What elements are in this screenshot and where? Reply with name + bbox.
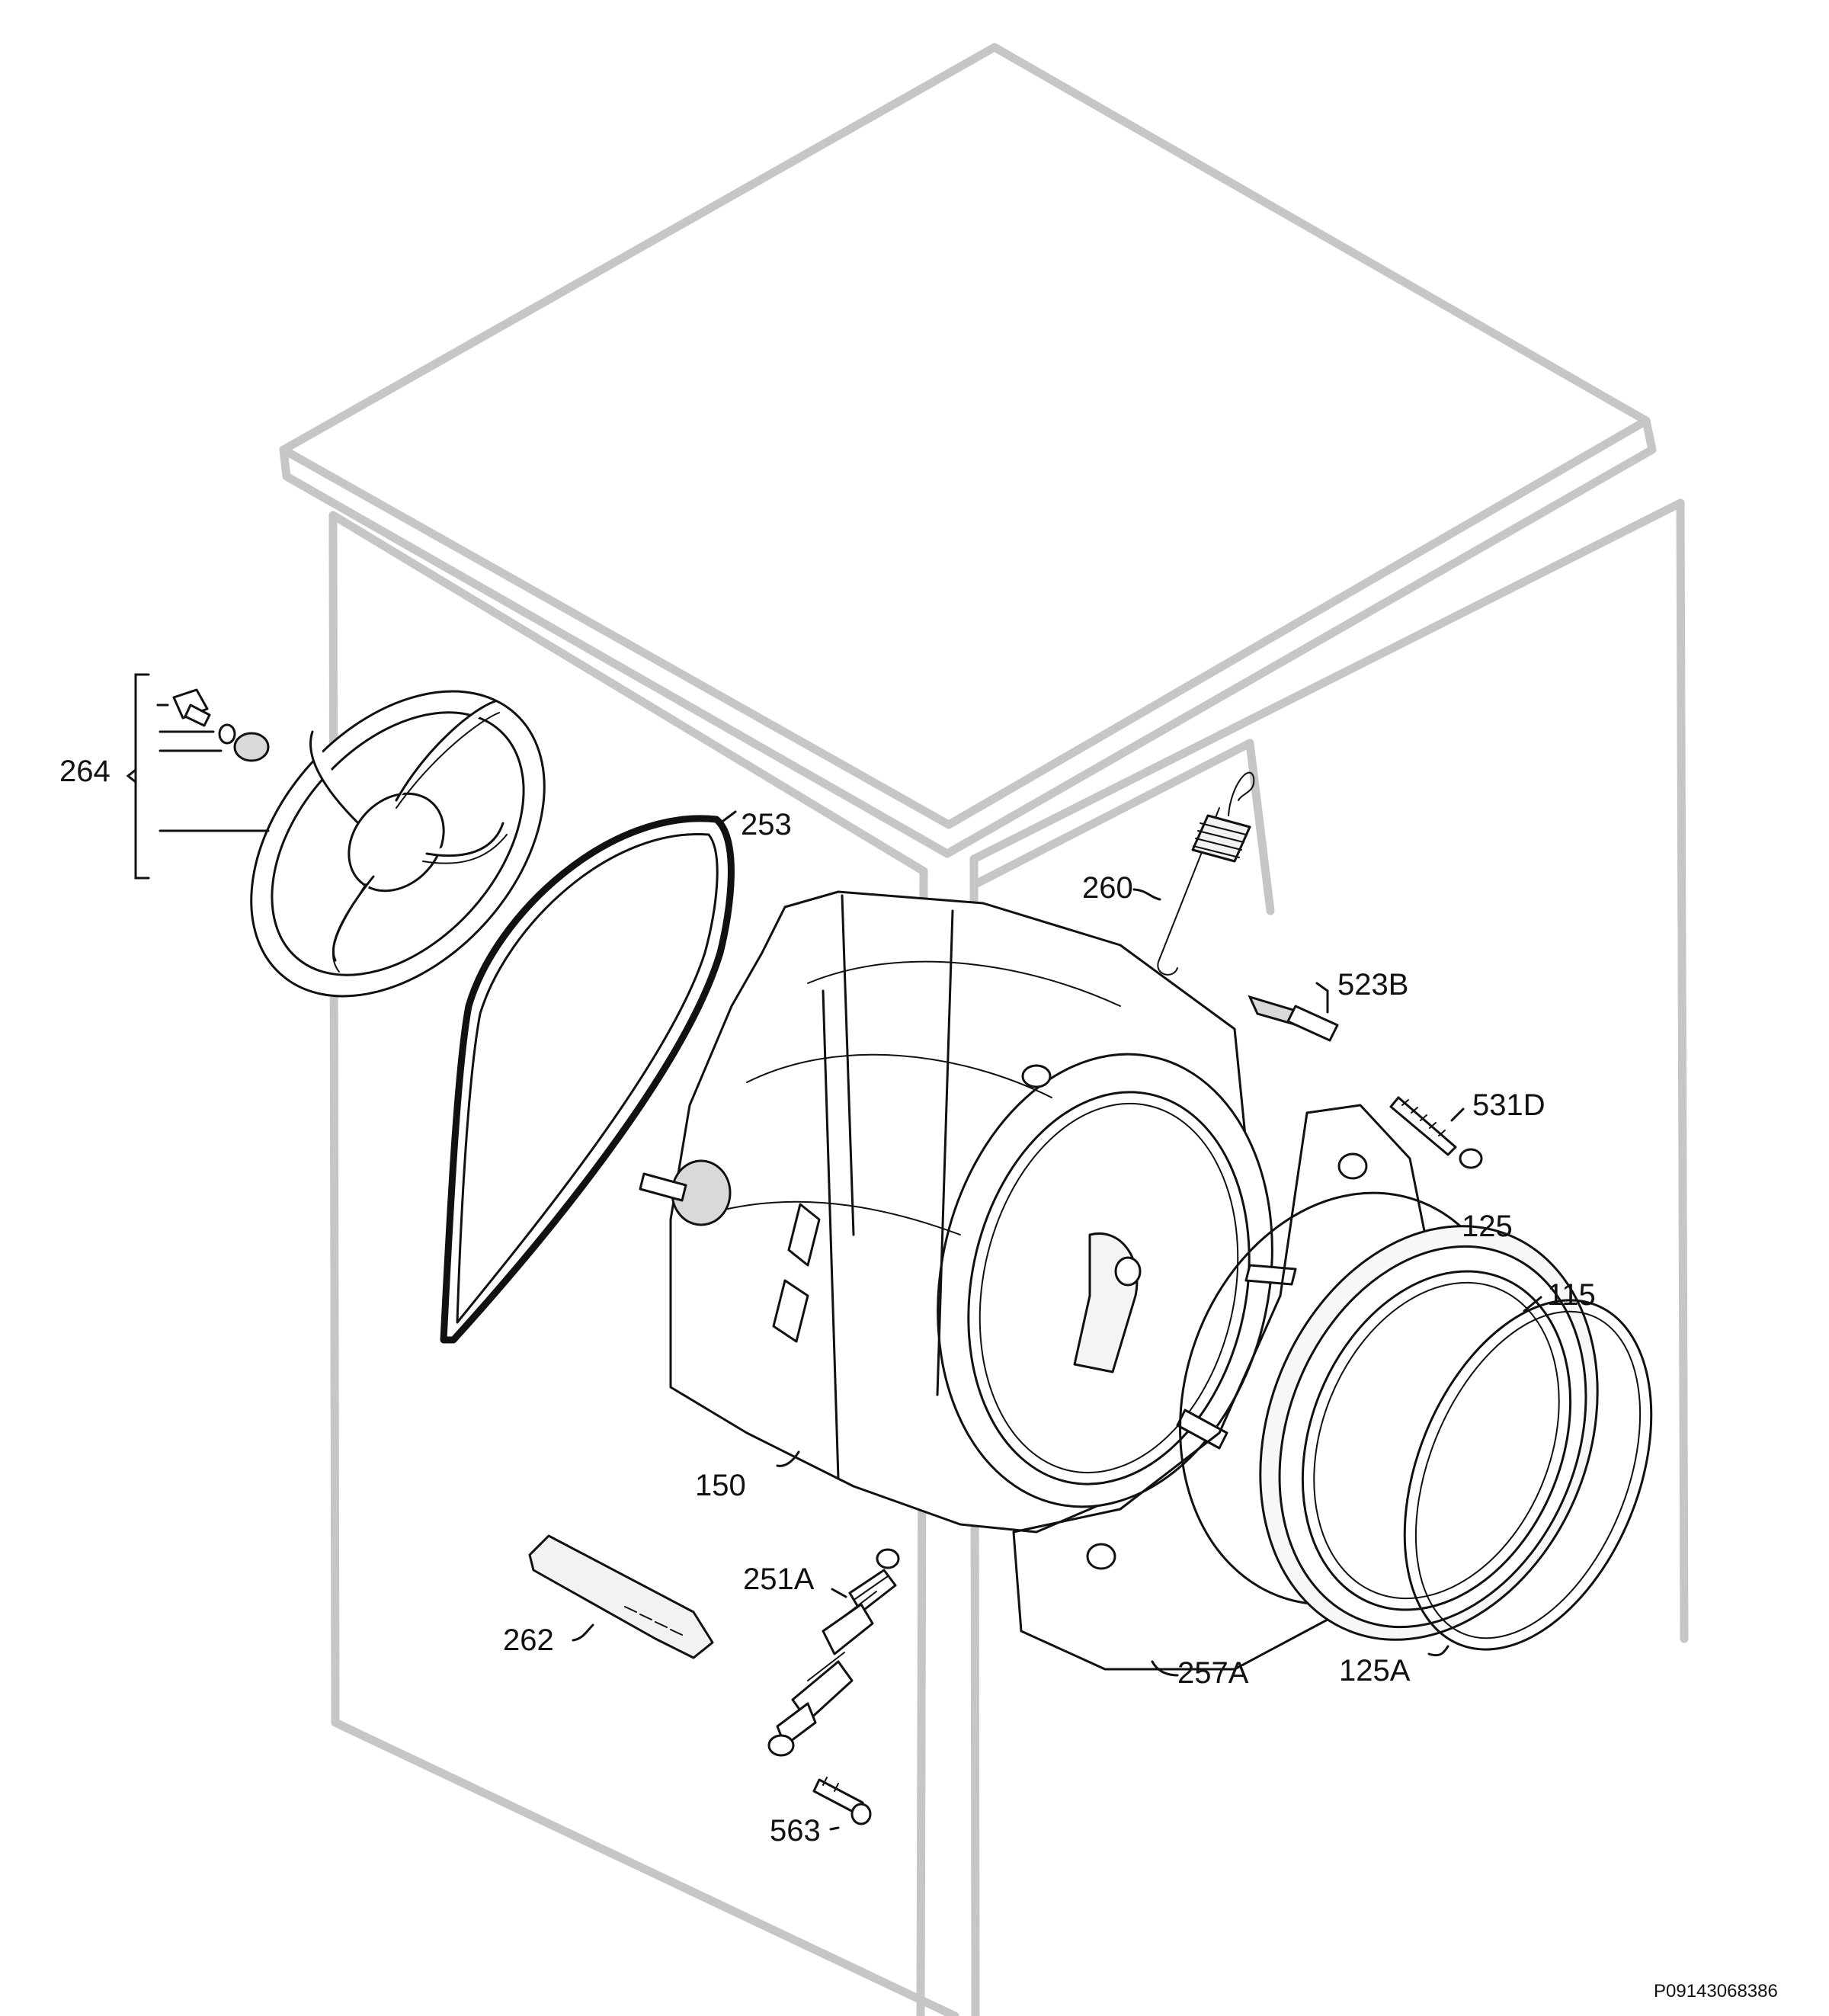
label-125A: 125A [1339,1654,1411,1687]
suspension-spring [1132,771,1255,976]
clamp-ring-125A [1403,1299,1653,1657]
drive-belt [440,810,737,1344]
label-150: 150 [695,1469,746,1502]
label-563: 563 [770,1814,821,1848]
label-251A: 251A [743,1562,815,1596]
label-262: 262 [503,1623,554,1657]
handle-262 [528,1534,714,1659]
screw-531D [1389,1096,1483,1169]
clip-523B [1248,982,1339,1042]
label-253: 253 [741,808,792,841]
part-labels: 264 253 260 523B 531D 125 115 150 251A 2… [59,755,1778,2002]
shock-absorber-251A [767,1548,900,1757]
tub-front-257A [1012,1104,1434,1677]
label-125: 125 [1462,1210,1513,1243]
pulley-wheel [250,690,546,998]
label-531D: 531D [1472,1088,1546,1122]
screw-563 [812,1777,872,1831]
label-260: 260 [1082,871,1133,905]
label-115: 115 [1547,1278,1596,1312]
bracket-264 [126,673,270,880]
label-264: 264 [59,755,111,788]
door-gasket-115 [1259,1225,1599,1641]
reference-code: P09143068386 [1654,1981,1778,2002]
pulley-screw-parts [172,688,270,762]
label-523B: 523B [1337,968,1408,1002]
tub-assembly [639,890,1297,1534]
label-257A: 257A [1177,1656,1249,1690]
